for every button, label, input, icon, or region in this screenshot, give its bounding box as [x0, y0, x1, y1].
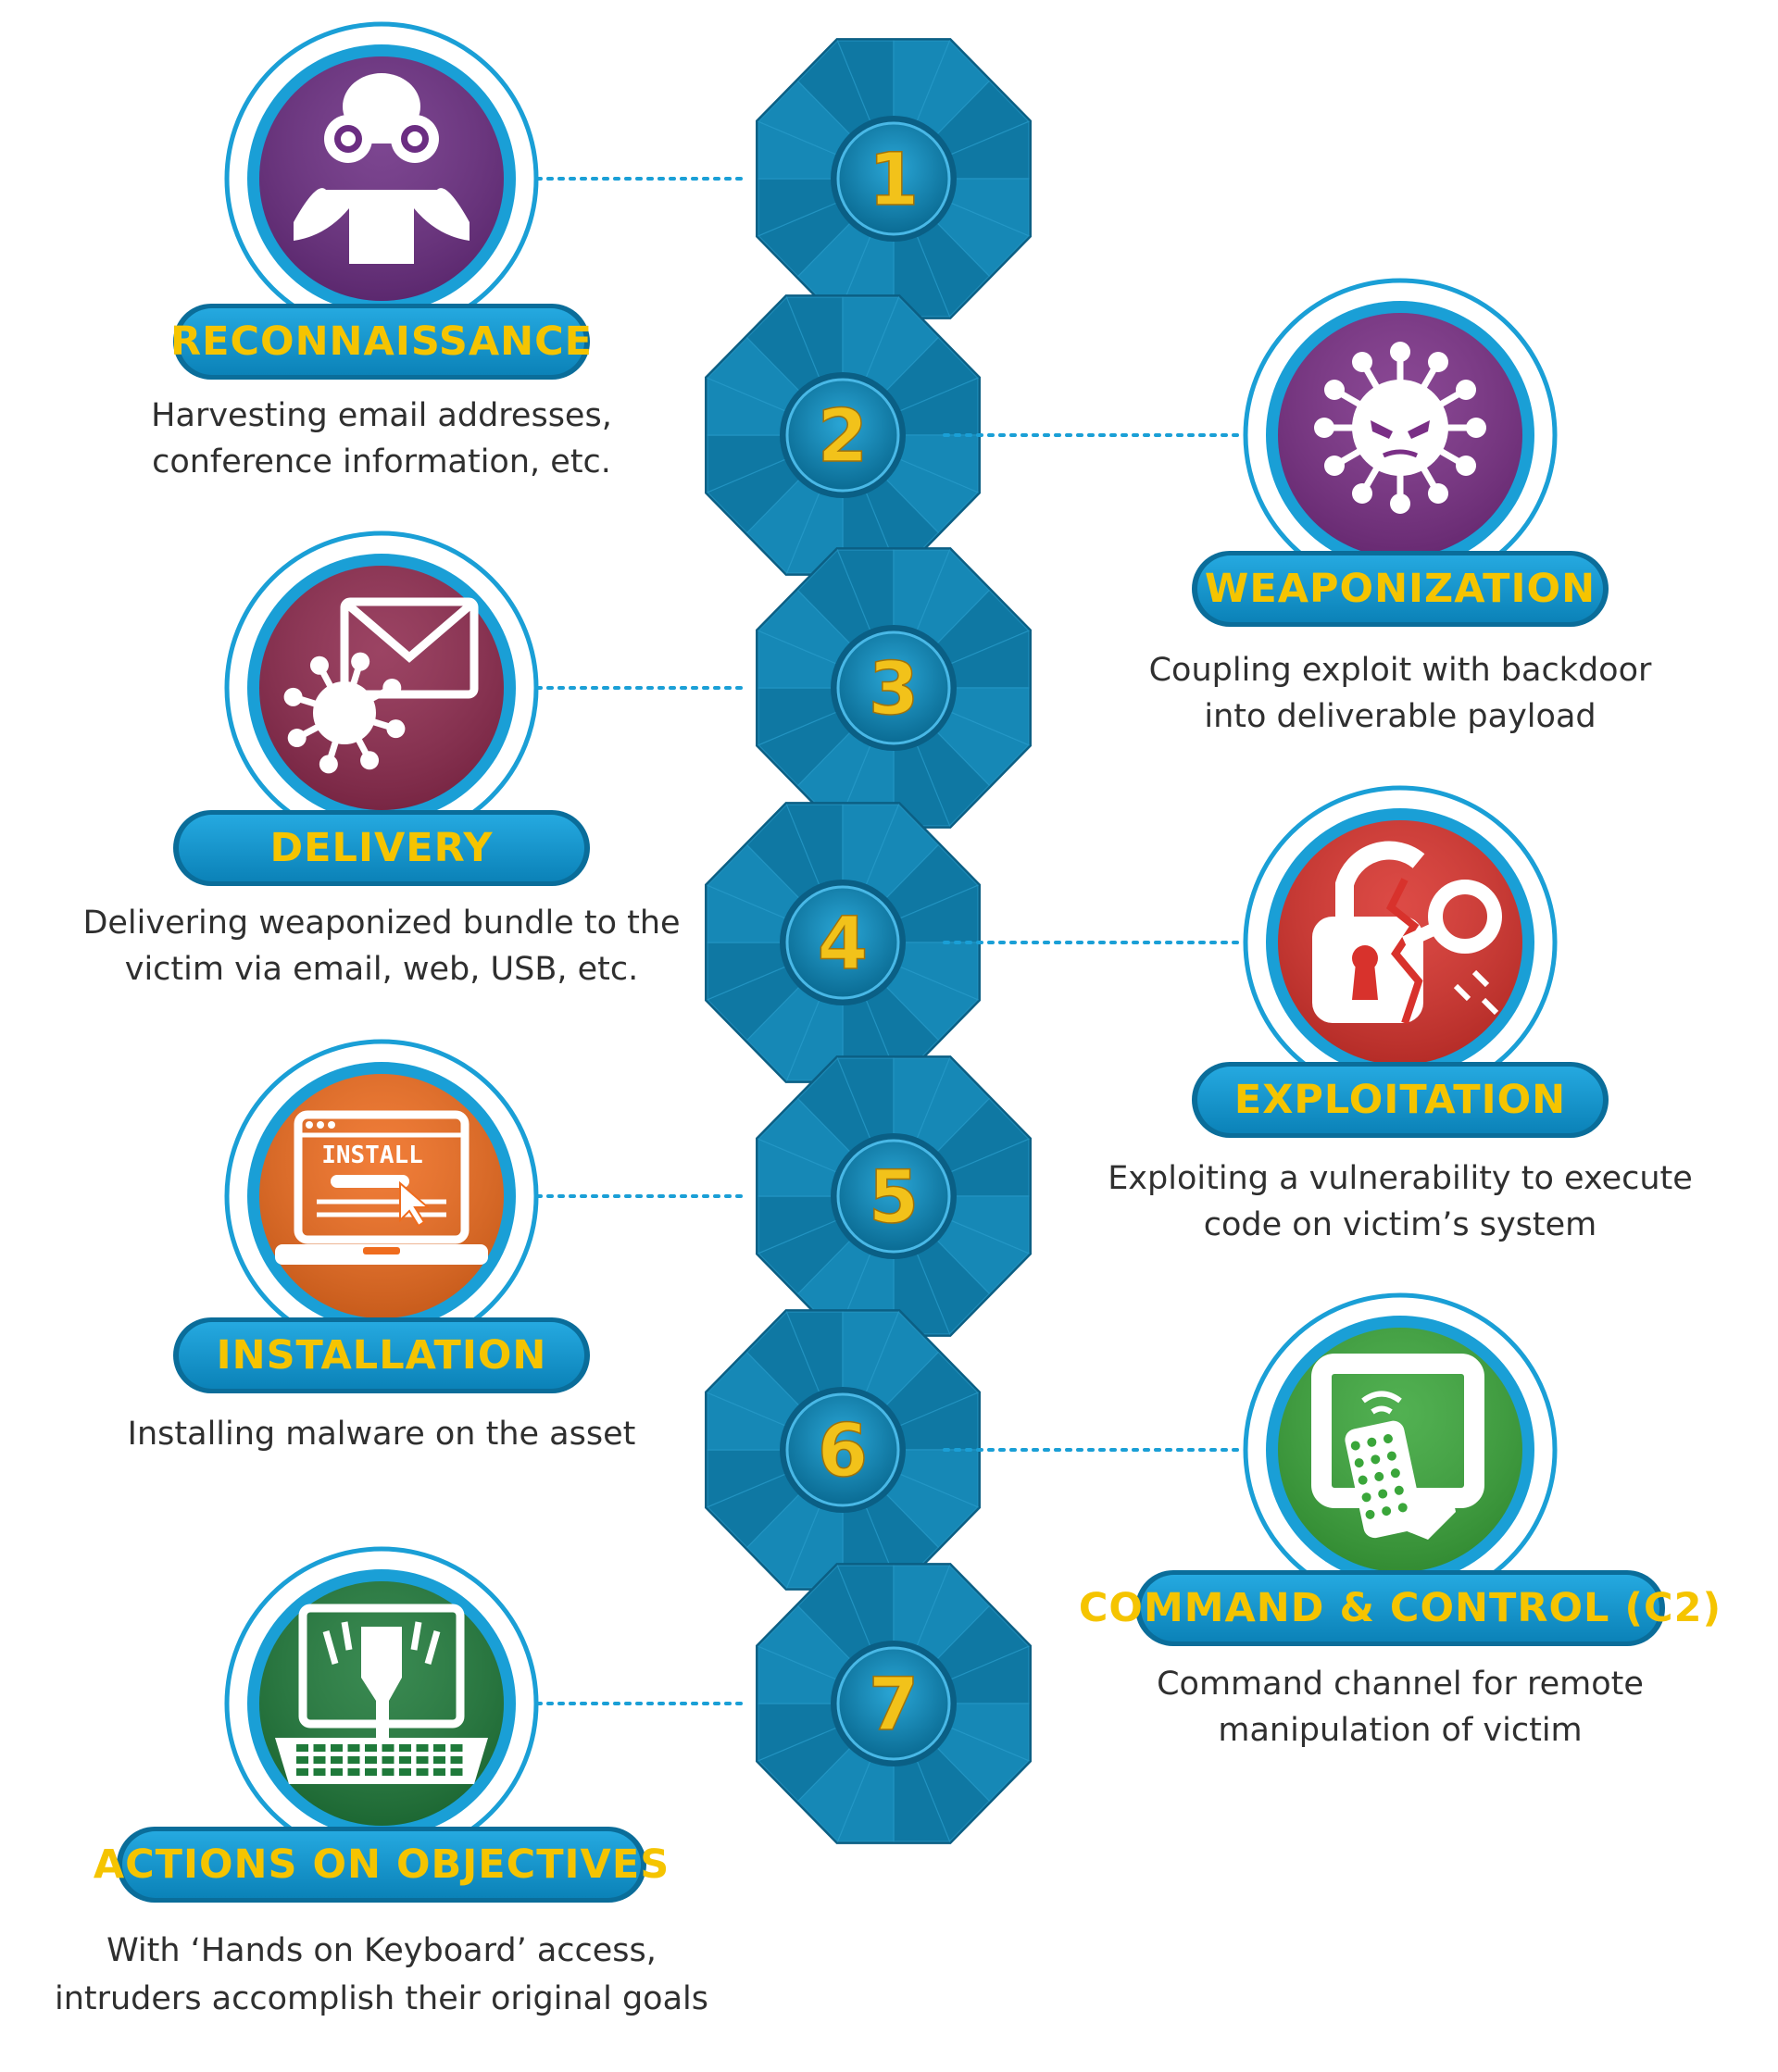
stage-title-pill: ACTIONS ON OBJECTIVES: [94, 1827, 670, 1903]
broken-lock-key-icon: [1312, 841, 1502, 1025]
spine-segment-6: 6: [705, 1309, 981, 1591]
stage-title: ACTIONS ON OBJECTIVES: [94, 1841, 670, 1888]
stage-description-line: manipulation of victim: [1218, 1712, 1582, 1749]
install-label: INSTALL: [321, 1142, 423, 1169]
remote-control-icon: [1311, 1354, 1484, 1540]
stage-6: COMMAND & CONTROL (C2) Command channel fo…: [1079, 1292, 1722, 1749]
spine-segment-2: 2: [705, 294, 981, 576]
spine-segment-7: 7: [756, 1563, 1032, 1844]
stage-description-line: code on victim’s system: [1204, 1206, 1597, 1243]
stage-2: WEAPONIZATION Coupling exploit with backd…: [1149, 278, 1652, 735]
envelope-virus-icon: [283, 597, 479, 774]
stage-number: 1: [869, 139, 919, 222]
stage-number: 3: [869, 648, 919, 731]
stage-3: DELIVERY Delivering weaponized bundle to …: [82, 530, 681, 988]
hands-on-keyboard-icon: [275, 1604, 488, 1784]
stage-title-pill: WEAPONIZATION: [1192, 551, 1609, 627]
stage-description-line: Delivering weaponized bundle to the: [82, 905, 680, 942]
stage-5: INSTALL INSTALLATION Installing malware on…: [128, 1039, 636, 1453]
stage-badge: [1243, 785, 1558, 1100]
stage-number: 7: [869, 1664, 919, 1747]
stage-description-line: Exploiting a vulnerability to execute: [1108, 1160, 1693, 1197]
stage-title-pill: DELIVERY: [173, 810, 590, 886]
spine-segment-3: 3: [756, 547, 1032, 829]
stage-number: 4: [818, 903, 868, 986]
stage-title: COMMAND & CONTROL (C2): [1079, 1585, 1722, 1631]
stage-title-pill: INSTALLATION: [173, 1317, 590, 1393]
stage-title-pill: EXPLOITATION: [1192, 1062, 1609, 1138]
stage-description-line: intruders accomplish their original goal…: [55, 1980, 708, 2017]
stage-1: RECONNAISSANCE Harvesting email addresses…: [151, 21, 612, 481]
stage-badge: INSTALL: [224, 1039, 539, 1354]
stage-title-pill: RECONNAISSANCE: [170, 304, 593, 380]
stage-title: RECONNAISSANCE: [170, 318, 593, 365]
stage-badge: [1243, 1292, 1558, 1607]
stage-title-pill: COMMAND & CONTROL (C2): [1079, 1570, 1722, 1646]
stage-badge: [224, 21, 539, 336]
stage-description-line: With ‘Hands on Keyboard’ access,: [106, 1932, 657, 1969]
stage-7: ACTIONS ON OBJECTIVES With ‘Hands on Keyb…: [55, 1546, 708, 2017]
spine-segment-5: 5: [756, 1055, 1032, 1337]
stage-description-line: Coupling exploit with backdoor: [1149, 652, 1652, 689]
virus-icon: [1314, 342, 1486, 514]
stage-description-line: conference information, etc.: [152, 443, 611, 481]
stage-4: EXPLOITATION Exploiting a vulnerability t…: [1108, 785, 1693, 1243]
stage-description-line: Command channel for remote: [1157, 1666, 1644, 1703]
binoculars-person-icon: [294, 73, 470, 264]
laptop-install-icon: INSTALL: [275, 1110, 488, 1265]
stage-description-line: victim via email, web, USB, etc.: [125, 951, 638, 988]
stage-title: INSTALLATION: [217, 1332, 547, 1379]
spine-segment-4: 4: [705, 802, 981, 1083]
stage-title: WEAPONIZATION: [1205, 566, 1596, 612]
stage-badge: [224, 530, 539, 845]
stage-badge: [224, 1546, 539, 1861]
stage-number: 6: [818, 1410, 868, 1493]
stage-description-line: Installing malware on the asset: [128, 1416, 636, 1453]
stage-number: 2: [818, 395, 868, 479]
stage-number: 5: [869, 1156, 919, 1240]
stage-description-line: Harvesting email addresses,: [151, 397, 612, 434]
stage-description-line: into deliverable payload: [1204, 698, 1596, 735]
stage-title: EXPLOITATION: [1234, 1077, 1566, 1123]
stage-badge: [1243, 278, 1558, 593]
spine-segment-1: 1: [756, 38, 1032, 319]
kill-chain-spine: 1 2 3 4 5 6 7: [705, 38, 1032, 1844]
stages: RECONNAISSANCE Harvesting email addresses…: [55, 21, 1722, 2017]
stage-title: DELIVERY: [269, 825, 493, 871]
connectors: [535, 177, 1246, 1705]
